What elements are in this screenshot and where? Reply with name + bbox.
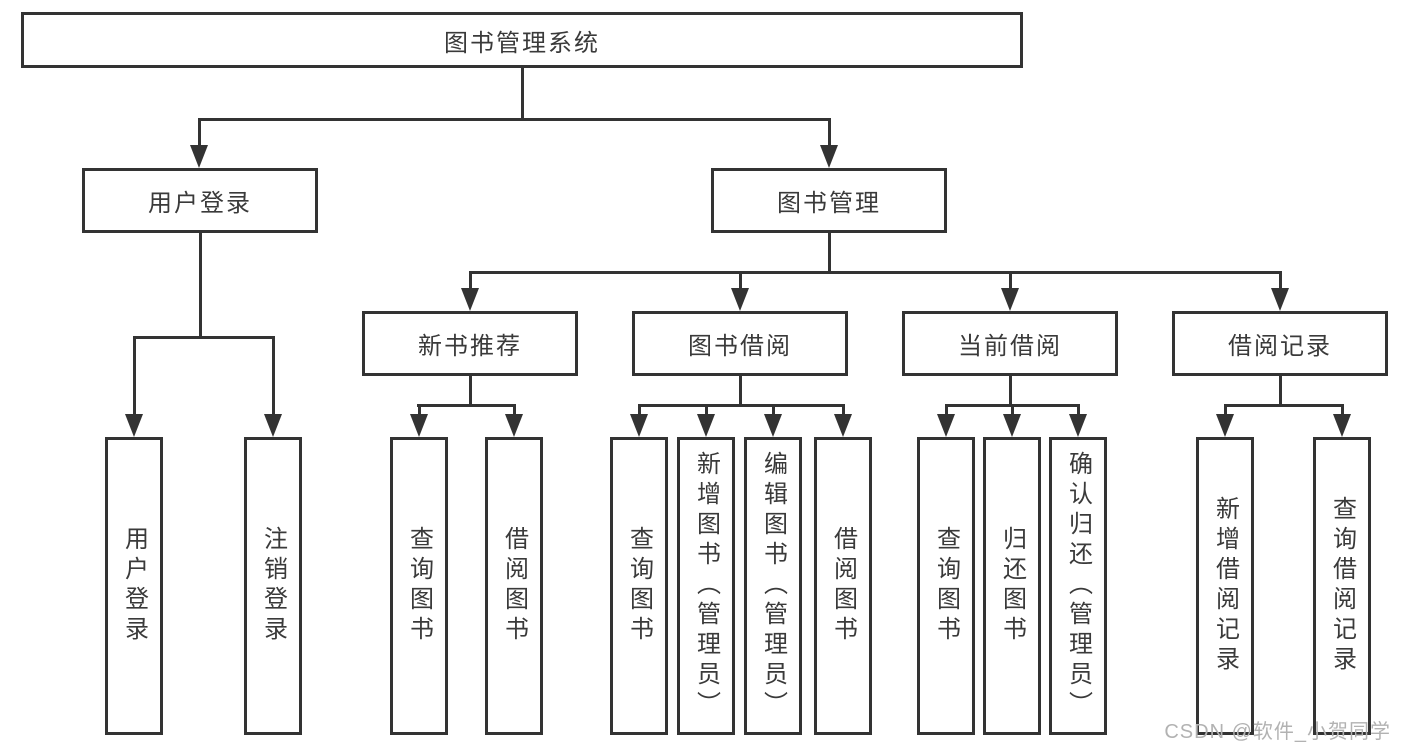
node-label: 查询借阅记录 [1328,496,1356,676]
arrowhead-down-icon [264,414,282,437]
connector-line [469,271,1282,274]
node-user-login: 用户登录 [82,168,318,233]
connector-line [1279,271,1282,293]
leaf-logout: 注销登录 [244,437,302,735]
connector-line [945,404,948,420]
arrowhead-down-icon [410,414,428,437]
connector-line [1224,404,1227,420]
arrowhead-down-icon [1271,288,1289,311]
connector-line [1011,404,1014,420]
leaf-borrow-query-books: 查询图书 [610,437,668,735]
node-label: 图书管理 [777,190,881,217]
connector-line [772,404,775,420]
leaf-return-books: 归还图书 [983,437,1041,735]
connector-line [521,68,524,118]
leaf-confirm-return-admin: 确认归还（管理员） [1049,437,1107,735]
connector-line [638,404,845,407]
connector-line [1279,376,1282,404]
leaf-add-books-admin: 新增图书（管理员） [677,437,735,735]
node-label: 查询图书 [932,526,960,646]
connector-line [198,118,831,121]
node-label: 用户登录 [120,526,148,646]
leaf-newbook-borrow-books: 借阅图书 [485,437,543,735]
arrowhead-down-icon [834,414,852,437]
node-label: 确认归还（管理员） [1064,451,1092,721]
connector-line [828,118,831,152]
node-label: 新增图书（管理员） [692,451,720,721]
connector-line [199,233,202,336]
arrowhead-down-icon [125,414,143,437]
connector-line [198,118,201,152]
leaf-user-login: 用户登录 [105,437,163,735]
arrowhead-down-icon [461,288,479,311]
node-book-management: 图书管理 [711,168,947,233]
node-label: 借阅记录 [1228,333,1332,360]
connector-line [1224,404,1343,407]
connector-line [739,376,742,404]
arrowhead-down-icon [1216,414,1234,437]
connector-line [1009,376,1012,404]
arrowhead-down-icon [1333,414,1351,437]
connector-line [418,404,421,420]
connector-line [133,336,275,339]
node-label: 当前借阅 [958,333,1062,360]
leaf-edit-books-admin: 编辑图书（管理员） [744,437,802,735]
arrowhead-down-icon [820,145,838,168]
leaf-current-query-books: 查询图书 [917,437,975,735]
node-label: 图书借阅 [688,333,792,360]
node-borrow-record: 借阅记录 [1172,311,1388,376]
leaf-newbook-query-books: 查询图书 [390,437,448,735]
node-label: 图书管理系统 [444,29,600,57]
node-label: 新增借阅记录 [1211,496,1239,676]
node-label: 归还图书 [998,526,1026,646]
arrowhead-down-icon [1001,288,1019,311]
node-label: 借阅图书 [829,526,857,646]
node-label: 用户登录 [148,190,252,217]
node-label: 查询图书 [625,526,653,646]
connector-line [417,404,516,407]
connector-line [513,404,516,420]
connector-line [1077,404,1080,420]
arrowhead-down-icon [630,414,648,437]
leaf-query-borrow-record: 查询借阅记录 [1313,437,1371,735]
arrowhead-down-icon [937,414,955,437]
arrowhead-down-icon [1003,414,1021,437]
connector-line [272,336,275,420]
node-book-borrow: 图书借阅 [632,311,848,376]
connector-line [828,233,831,271]
connector-line [469,376,472,404]
node-label: 借阅图书 [500,526,528,646]
node-label: 查询图书 [405,526,433,646]
csdn-watermark: CSDN @软件_小贺同学 [1164,721,1391,743]
leaf-borrow-borrow-books: 借阅图书 [814,437,872,735]
connector-line [133,336,136,420]
arrowhead-down-icon [1069,414,1087,437]
arrowhead-down-icon [505,414,523,437]
node-current-borrow: 当前借阅 [902,311,1118,376]
node-label: 新书推荐 [418,333,522,360]
arrowhead-down-icon [731,288,749,311]
connector-line [638,404,641,420]
connector-line [1009,271,1012,293]
arrowhead-down-icon [190,145,208,168]
arrowhead-down-icon [764,414,782,437]
node-root: 图书管理系统 [21,12,1023,68]
connector-line [705,404,708,420]
node-label: 编辑图书（管理员） [759,451,787,721]
node-label: 注销登录 [259,526,287,646]
connector-line [842,404,845,420]
leaf-add-borrow-record: 新增借阅记录 [1196,437,1254,735]
arrowhead-down-icon [697,414,715,437]
node-new-book-recommend: 新书推荐 [362,311,578,376]
connector-line [1341,404,1344,420]
connector-line [739,271,742,293]
connector-line [469,271,472,293]
